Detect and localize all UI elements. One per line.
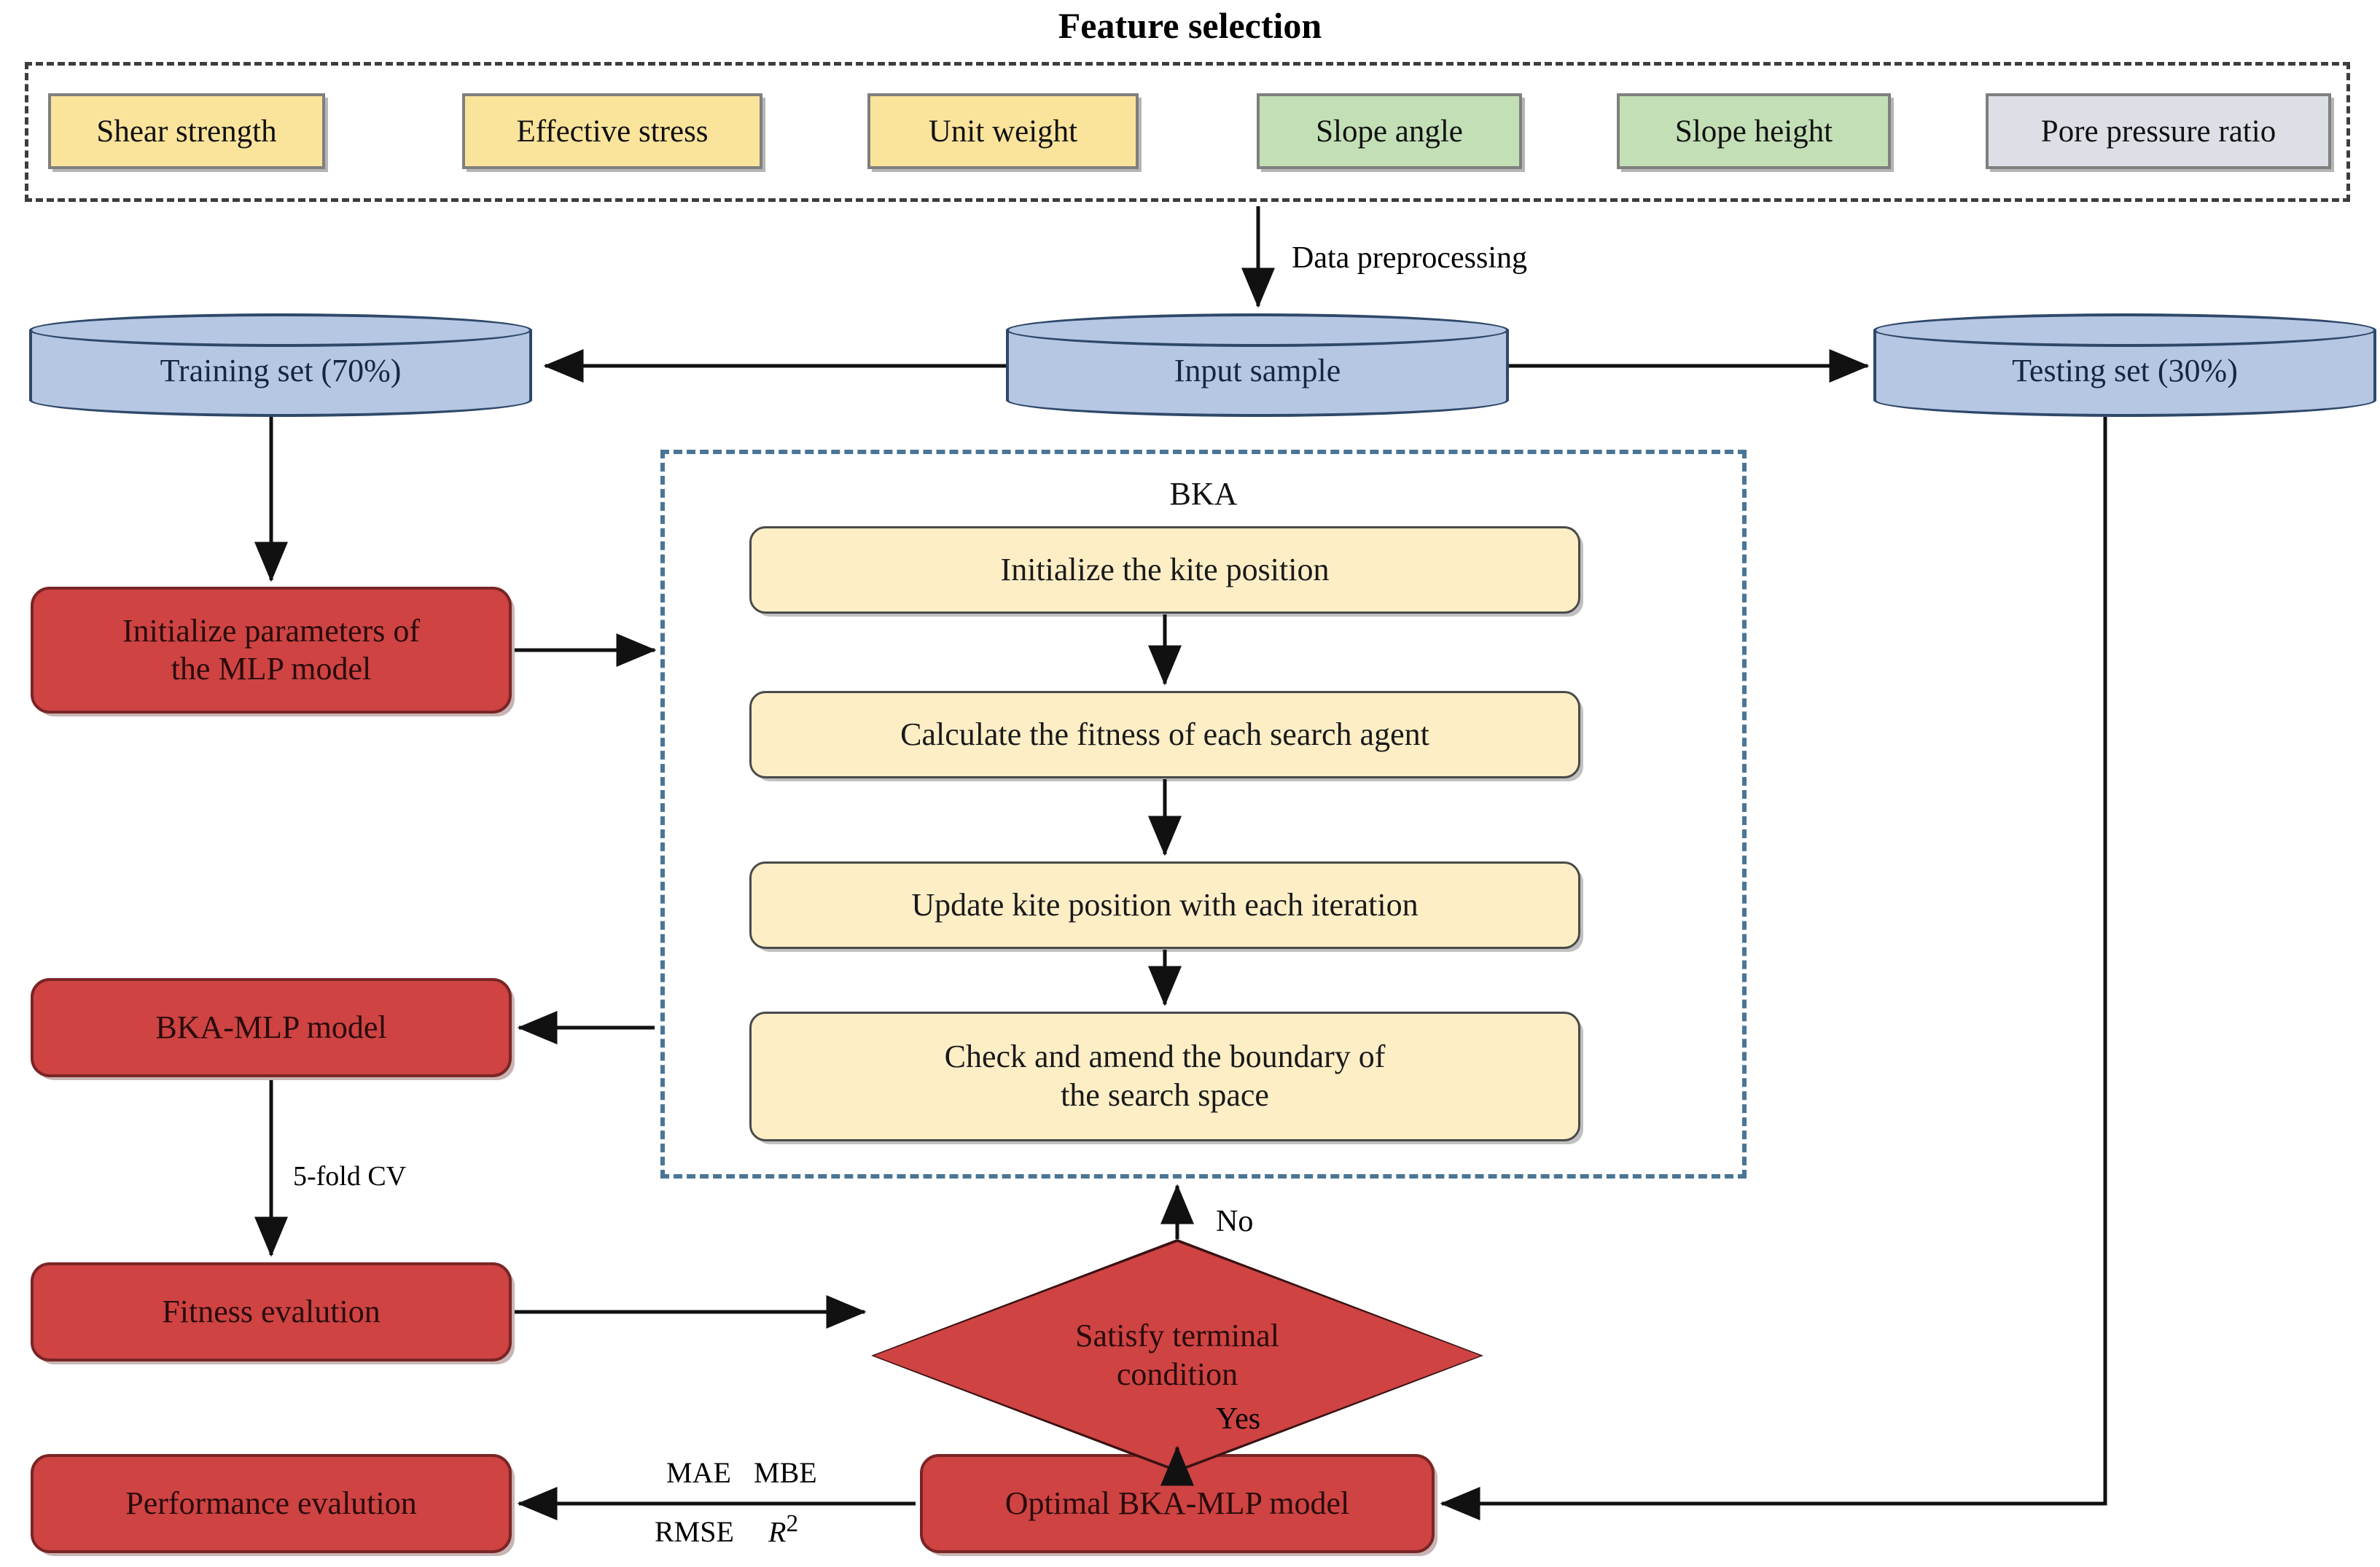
bka-step-calculate-fitness[interactable]: Calculate the fitness of each search age…: [749, 691, 1580, 778]
bka-step-label: Initialize the kite position: [1000, 551, 1330, 587]
cylinder-label: Training set (70%): [160, 352, 402, 388]
decision-label: Satisfy terminal condition: [1075, 1318, 1279, 1392]
edge-label-no: No: [1216, 1205, 1254, 1238]
process-fitness-evaluation[interactable]: Fitness evalution: [31, 1262, 512, 1361]
decision-satisfy-terminal-condition[interactable]: Satisfy terminal condition: [871, 1239, 1483, 1472]
feature-selection-container: [25, 62, 2350, 202]
process-performance-evaluation[interactable]: Performance evalution: [31, 1454, 512, 1553]
bka-step-label: Calculate the fitness of each search age…: [900, 716, 1429, 752]
process-initialize-mlp-parameters[interactable]: Initialize parameters of the MLP model: [31, 587, 512, 714]
bka-step-initialize-kite-position[interactable]: Initialize the kite position: [749, 526, 1580, 614]
edge-label-data-preprocessing: Data preprocessing: [1292, 241, 1528, 275]
metric-label-mae: MAE: [666, 1456, 731, 1489]
cylinder-label: Testing set (30%): [2012, 352, 2238, 388]
process-label: Initialize parameters of the MLP model: [122, 613, 420, 687]
process-label: Optimal BKA-MLP model: [1004, 1485, 1350, 1522]
feature-chip-unit-weight[interactable]: Unit weight: [867, 93, 1139, 169]
cylinder-input-sample[interactable]: Input sample: [1006, 313, 1509, 417]
page-title: Feature selection: [1058, 5, 1322, 46]
process-bka-mlp-model[interactable]: BKA-MLP model: [31, 978, 512, 1077]
metric-label-r: R: [768, 1515, 787, 1549]
cylinder-top-ellipse: [1006, 313, 1509, 347]
edge-label-yes: Yes: [1216, 1402, 1261, 1436]
feature-chip-label: Shear strength: [96, 114, 277, 149]
metric-label-r-exponent: 2: [786, 1510, 799, 1537]
bka-title: BKA: [1169, 476, 1238, 512]
process-label: Fitness evalution: [162, 1294, 381, 1330]
process-label: Performance evalution: [125, 1485, 417, 1522]
cylinder-training-set[interactable]: Training set (70%): [29, 313, 532, 417]
cylinder-top-ellipse: [29, 313, 532, 347]
feature-chip-effective-stress[interactable]: Effective stress: [462, 93, 762, 169]
edge-label-5-fold-cv: 5-fold CV: [293, 1161, 407, 1192]
process-label: BKA-MLP model: [155, 1009, 387, 1046]
feature-chip-label: Slope angle: [1316, 114, 1463, 149]
cylinder-label: Input sample: [1174, 352, 1341, 388]
feature-chip-label: Slope height: [1674, 114, 1833, 149]
bka-step-check-amend-boundary[interactable]: Check and amend the boundary of the sear…: [749, 1012, 1580, 1141]
metric-label-rmse: RMSE: [655, 1515, 734, 1548]
feature-chip-shear-strength[interactable]: Shear strength: [48, 93, 325, 169]
bka-step-label: Check and amend the boundary of the sear…: [944, 1039, 1386, 1113]
feature-chip-label: Pore pressure ratio: [2040, 114, 2276, 149]
feature-chip-slope-angle[interactable]: Slope angle: [1257, 93, 1522, 169]
metric-label-r-squared: R2: [768, 1510, 798, 1549]
cylinder-testing-set[interactable]: Testing set (30%): [1873, 313, 2376, 417]
metric-label-mbe: MBE: [754, 1456, 817, 1489]
feature-chip-slope-height[interactable]: Slope height: [1617, 93, 1891, 169]
bka-step-update-kite-position[interactable]: Update kite position with each iteration: [749, 861, 1580, 949]
feature-chip-pore-pressure-ratio[interactable]: Pore pressure ratio: [1986, 93, 2331, 169]
bka-step-label: Update kite position with each iteration: [911, 886, 1419, 923]
cylinder-top-ellipse: [1873, 313, 2376, 347]
feature-chip-label: Effective stress: [516, 114, 709, 149]
feature-chip-label: Unit weight: [928, 114, 1078, 149]
